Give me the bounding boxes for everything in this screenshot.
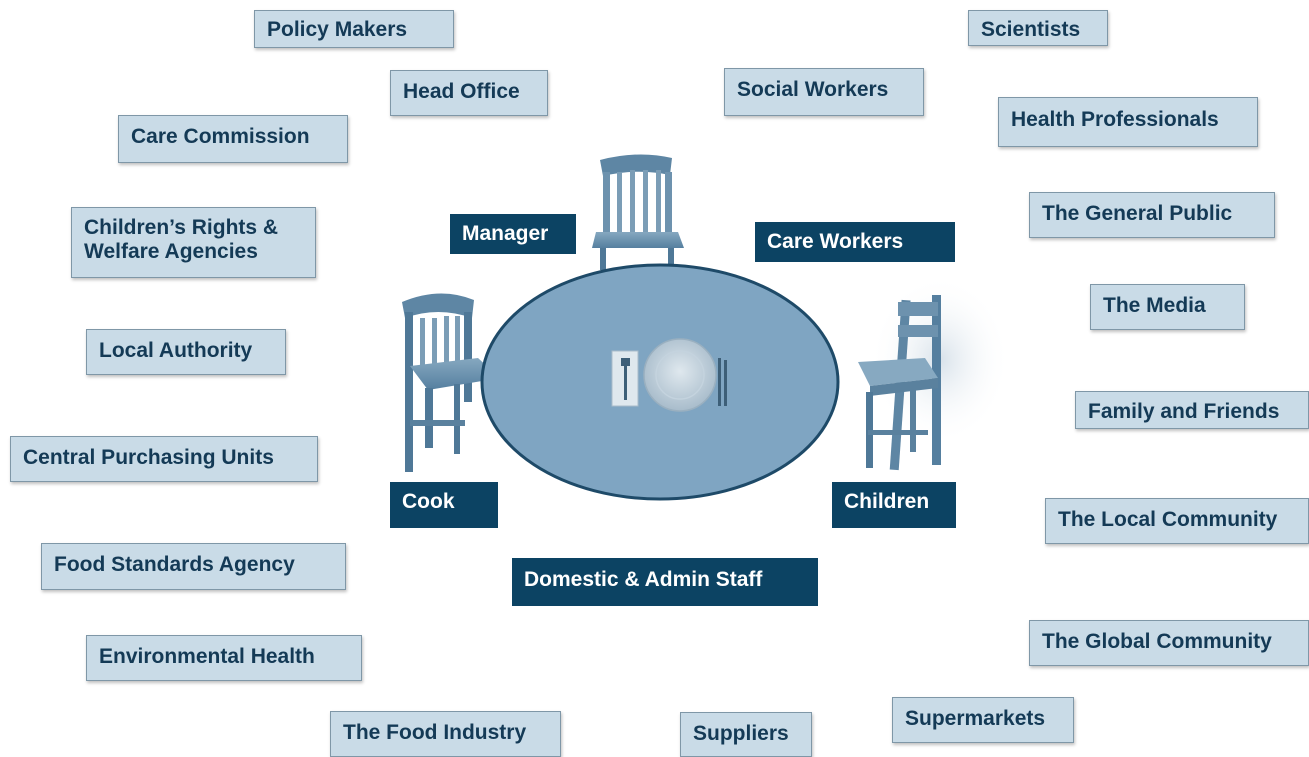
domestic-admin-staff-label: Domestic & Admin Staff <box>512 558 818 606</box>
health-professionals-box: Health Professionals <box>998 97 1258 147</box>
childrens-rights-line2: Welfare Agencies <box>84 240 258 263</box>
local-authority-box: Local Authority <box>86 329 286 375</box>
supermarkets-box: Supermarkets <box>892 697 1074 743</box>
suppliers-box: Suppliers <box>680 712 812 757</box>
social-workers-box: Social Workers <box>724 68 924 116</box>
local-community-box: The Local Community <box>1045 498 1309 544</box>
place-setting-icon <box>611 338 727 412</box>
chair-right-icon <box>858 295 941 471</box>
policy-makers-box: Policy Makers <box>254 10 454 48</box>
children-label: Children <box>832 482 956 528</box>
general-public-box: The General Public <box>1029 192 1275 238</box>
childrens-rights-line1: Children’s Rights & <box>84 216 279 239</box>
global-community-box: The Global Community <box>1029 620 1309 666</box>
childrens-rights-box: Children’s Rights & Welfare Agencies <box>71 207 316 278</box>
food-industry-box: The Food Industry <box>330 711 561 757</box>
chair-back-icon <box>592 154 684 270</box>
food-standards-agency-box: Food Standards Agency <box>41 543 346 590</box>
head-office-box: Head Office <box>390 70 548 116</box>
manager-label: Manager <box>450 214 576 254</box>
central-purchasing-units-box: Central Purchasing Units <box>10 436 318 482</box>
environmental-health-box: Environmental Health <box>86 635 362 681</box>
scientists-box: Scientists <box>968 10 1108 46</box>
cook-label: Cook <box>390 482 498 528</box>
care-commission-box: Care Commission <box>118 115 348 163</box>
chair-left-icon <box>402 293 500 472</box>
the-media-box: The Media <box>1090 284 1245 330</box>
family-friends-box: Family and Friends <box>1075 391 1309 429</box>
care-workers-label: Care Workers <box>755 222 955 262</box>
